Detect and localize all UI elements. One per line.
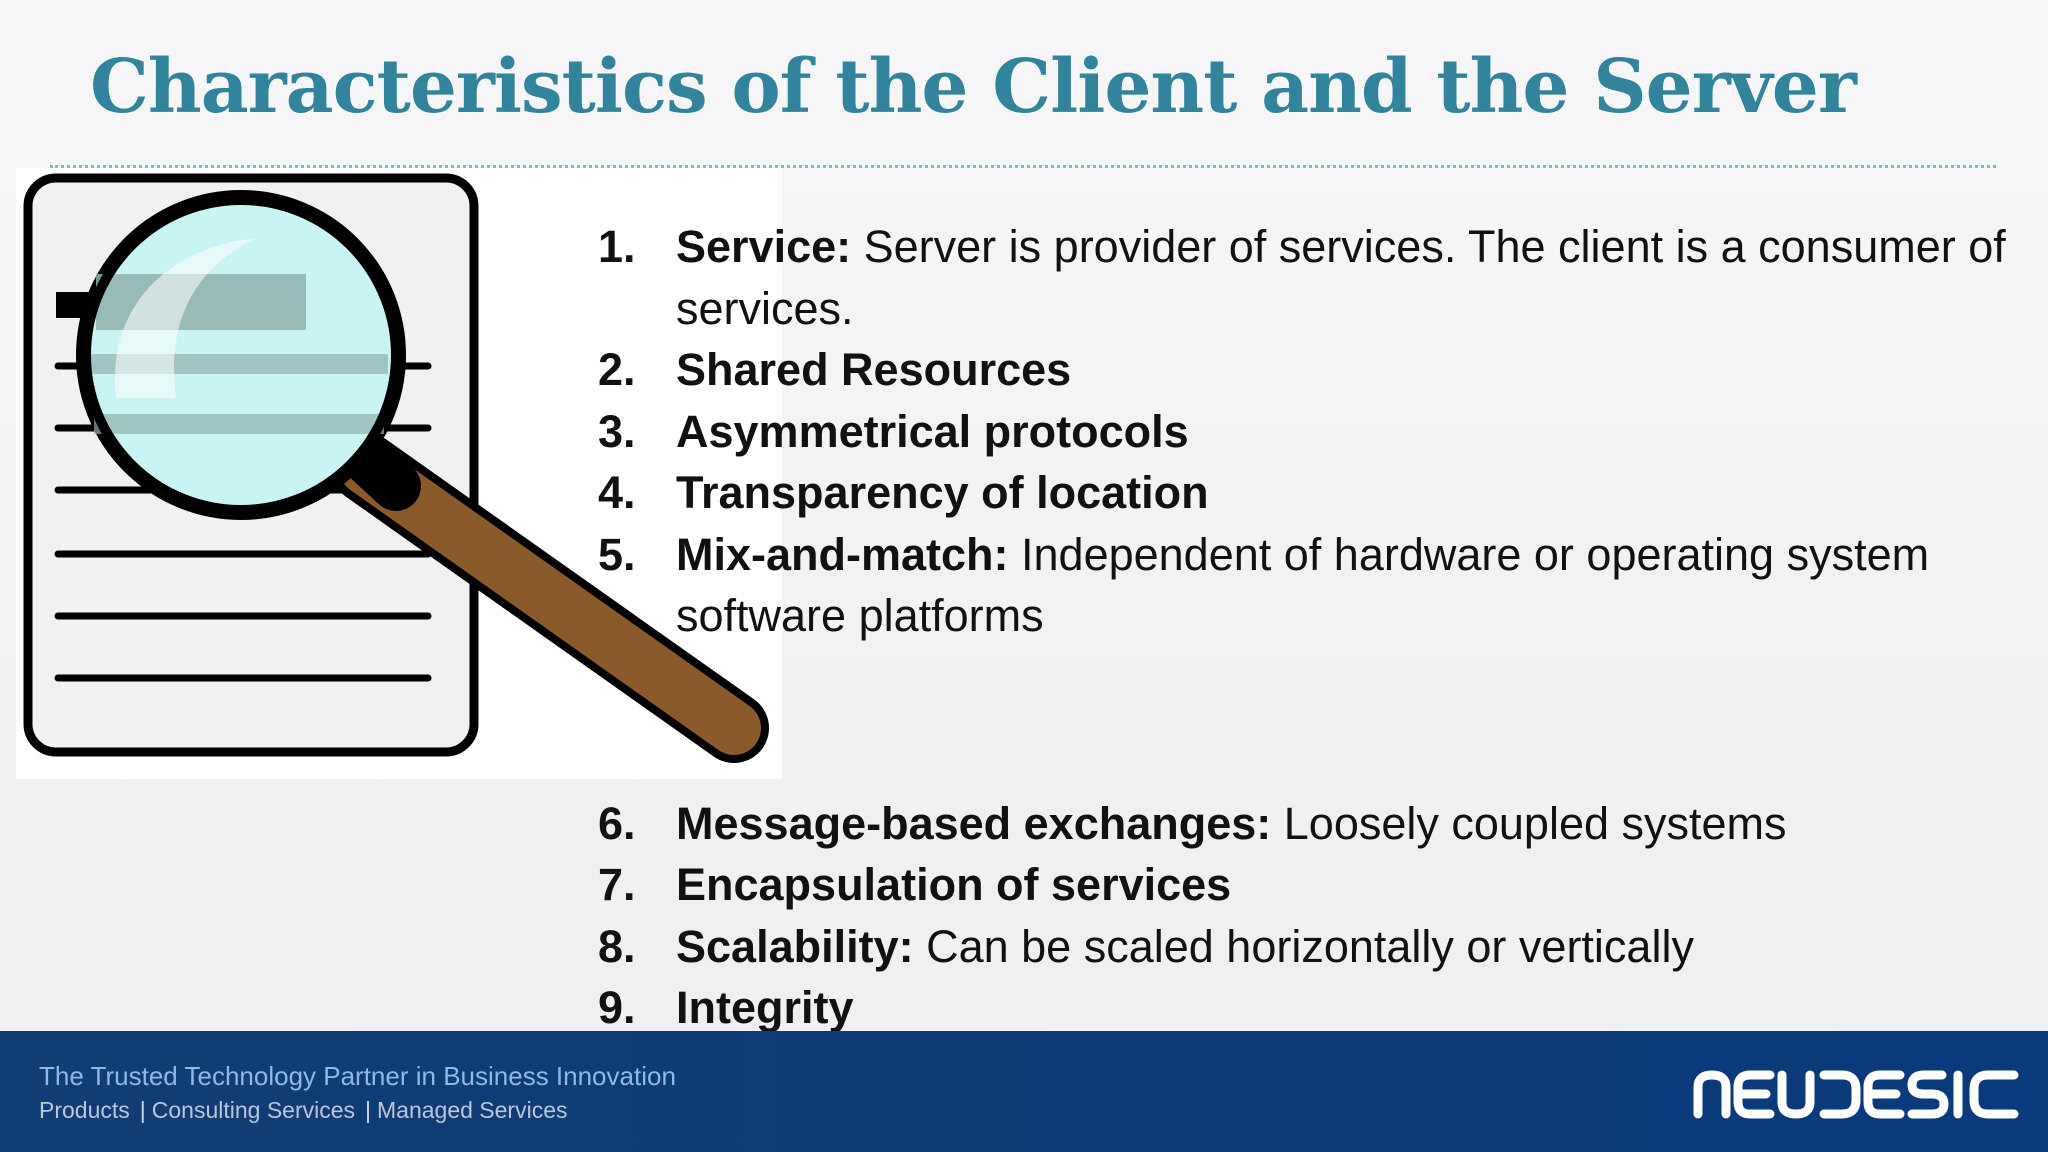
- list-item: 1. Service: Server is provider of servic…: [598, 216, 2038, 339]
- item-description: Independent of hardware or operating sys…: [676, 528, 1930, 642]
- item-number: 4.: [598, 467, 636, 518]
- neudesic-logo: [1693, 1070, 2019, 1119]
- item-description: Can be scaled horizontally or vertically: [913, 920, 1694, 972]
- item-term: Transparency of location: [676, 467, 1209, 518]
- list-item: 6. Message-based exchanges: Loosely coup…: [598, 793, 2038, 855]
- item-text: Asymmetrical protocols: [676, 401, 2038, 463]
- item-text: Mix-and-match: Independent of hardware o…: [676, 524, 2038, 647]
- title-divider: [50, 165, 1996, 168]
- item-text: Integrity: [676, 977, 2038, 1039]
- item-text: Message-based exchanges: Loosely coupled…: [676, 793, 2038, 855]
- item-term: Service:: [676, 221, 852, 272]
- item-number: 5.: [598, 528, 636, 580]
- item-text: Encapsulation of services: [676, 854, 2038, 916]
- item-number: 8.: [598, 920, 636, 972]
- list-gap: [598, 647, 2038, 793]
- separator: |: [139, 1097, 146, 1123]
- separator: |: [365, 1097, 371, 1123]
- footer-bar: The Trusted Technology Partner in Busine…: [0, 1031, 2048, 1152]
- footer-tagline: The Trusted Technology Partner in Busine…: [39, 1061, 676, 1091]
- item-text: Shared Resources: [676, 339, 2038, 401]
- service-products: Products: [39, 1097, 130, 1123]
- characteristics-list: 1. Service: Server is provider of servic…: [598, 216, 2038, 1039]
- item-text: Service: Server is provider of services.…: [676, 216, 2038, 339]
- service-consulting: Consulting Services: [151, 1097, 356, 1123]
- item-term: Encapsulation of services: [676, 859, 1232, 910]
- item-number: 2.: [598, 344, 636, 395]
- item-description: Server is provider of services. The clie…: [676, 221, 2006, 334]
- list-item: 8. Scalability: Can be scaled horizontal…: [598, 916, 2038, 978]
- item-number: 7.: [598, 859, 636, 910]
- item-term: Integrity: [676, 982, 854, 1033]
- item-number: 3.: [598, 405, 636, 457]
- list-item: 7. Encapsulation of services: [598, 854, 2038, 916]
- service-managed: Managed Services: [377, 1097, 568, 1123]
- list-item: 4. Transparency of location: [598, 462, 2038, 524]
- item-text: Scalability: Can be scaled horizontally …: [676, 916, 2038, 978]
- item-number: 6.: [598, 797, 636, 849]
- item-term: Mix-and-match:: [676, 528, 1009, 580]
- list-item: 2. Shared Resources: [598, 339, 2038, 401]
- slide-title: Characteristics of the Client and the Se…: [90, 44, 1857, 130]
- footer-services: Products|Consulting Services|Managed Ser…: [39, 1097, 568, 1124]
- item-term: Scalability:: [676, 920, 914, 972]
- item-term: Message-based exchanges:: [676, 797, 1272, 849]
- document-magnifying-glass-icon: [16, 168, 782, 779]
- item-term: Shared Resources: [676, 344, 1072, 395]
- item-term: Asymmetrical protocols: [676, 405, 1189, 457]
- item-description: Loosely coupled systems: [1271, 797, 1787, 849]
- list-item: 9. Integrity: [598, 977, 2038, 1039]
- item-number: 9.: [598, 982, 636, 1033]
- item-text: Transparency of location: [676, 462, 2038, 524]
- list-item: 5. Mix-and-match: Independent of hardwar…: [598, 524, 2038, 647]
- item-number: 1.: [598, 221, 636, 272]
- list-item: 3. Asymmetrical protocols: [598, 401, 2038, 463]
